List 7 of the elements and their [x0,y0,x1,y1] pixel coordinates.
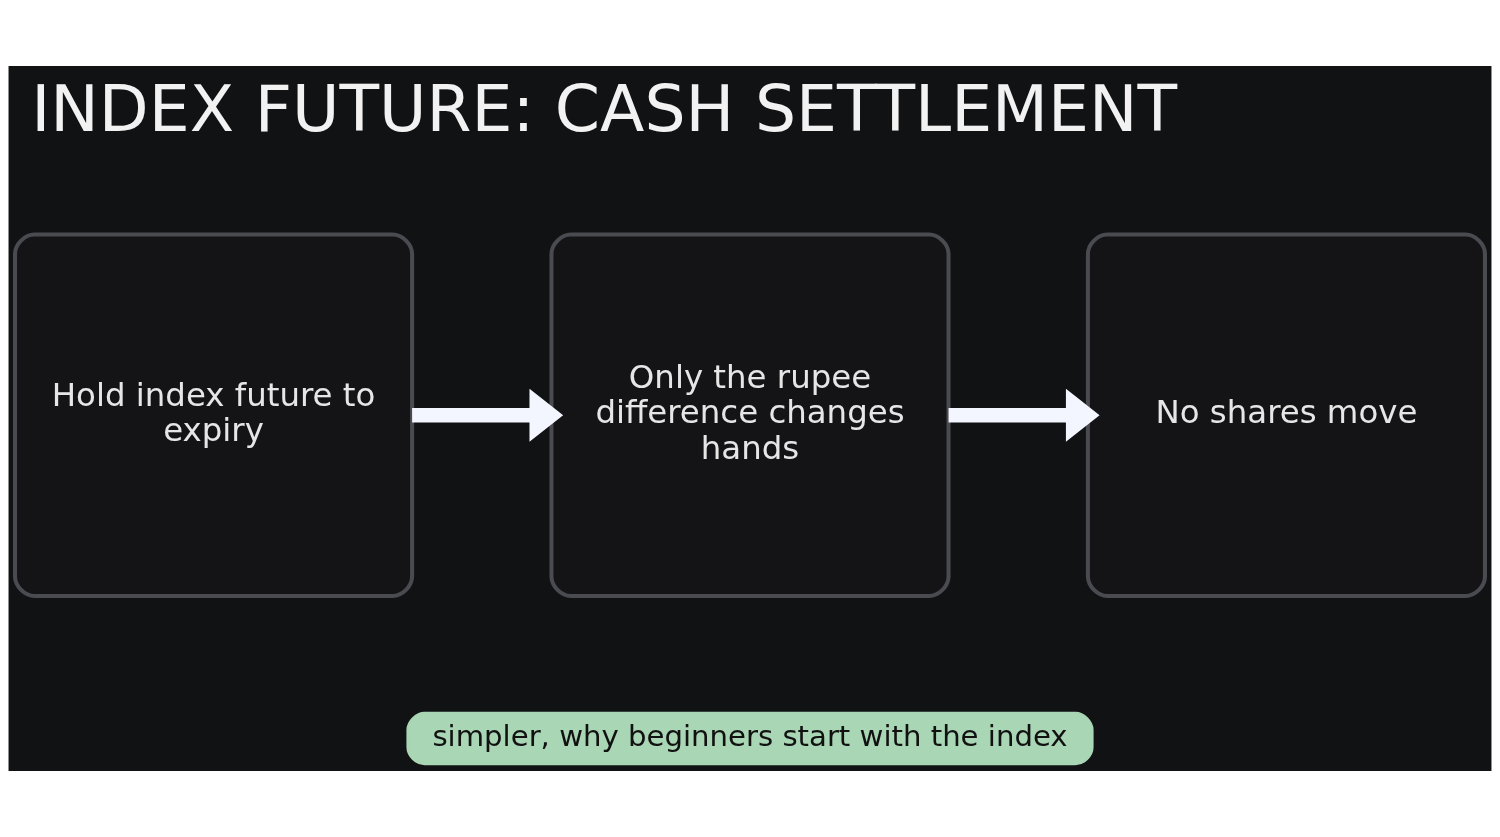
arrow [948,388,1100,442]
diagram-title: INDEX FUTURE: CASH SETTLEMENT [31,70,1178,146]
node-box: simpler, why beginners start with the index [406,711,1094,766]
arrow [412,388,564,442]
node-box: No shares move [1085,232,1487,598]
node-box: Only the rupee difference changes hands [549,232,951,598]
node-box: Hold index future to expiry [13,232,415,598]
